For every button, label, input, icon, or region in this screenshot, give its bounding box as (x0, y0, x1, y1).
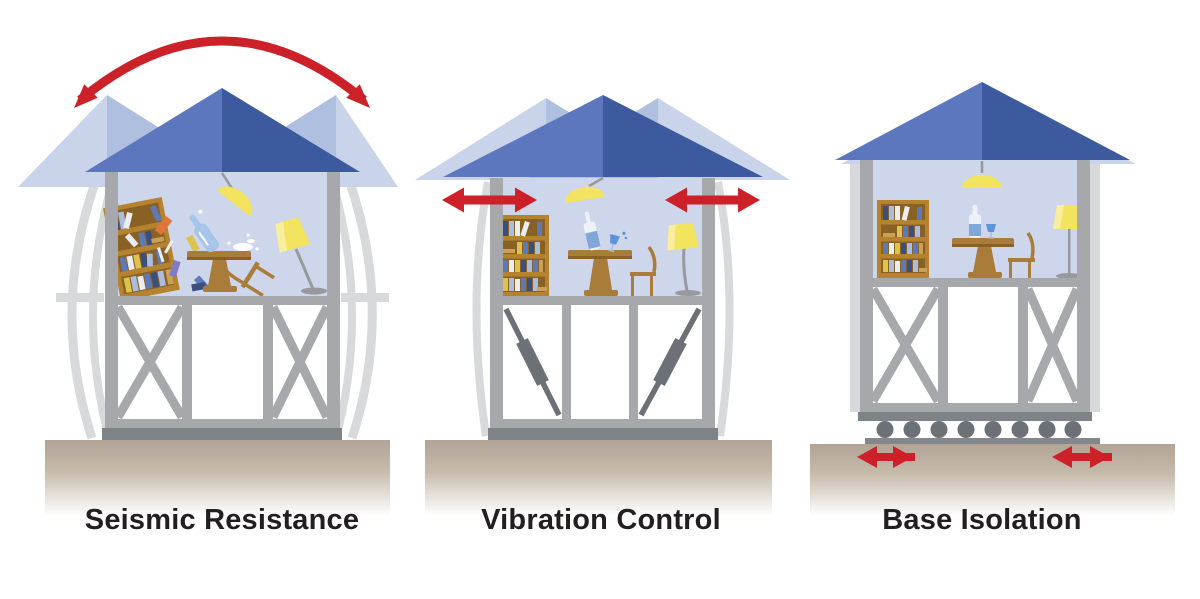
wall-right (327, 172, 340, 298)
bookshelf (497, 215, 549, 297)
ground (45, 440, 390, 516)
table (187, 251, 251, 292)
bottle-wobbling (583, 211, 601, 251)
ground (425, 440, 772, 516)
floor-lamp-tilted (275, 217, 327, 295)
bottle-flying (189, 209, 219, 253)
ground-motion-arrow-right-icon (1052, 446, 1112, 468)
caption-vibration-control: Vibration Control (481, 504, 721, 536)
lower-frame-x-braced (860, 278, 1090, 412)
isolation-rollers (876, 421, 1082, 438)
isolation-slide-plate (865, 438, 1100, 444)
floor-lamp (667, 222, 701, 296)
chair-fallen (217, 259, 275, 297)
bottle (969, 205, 981, 238)
table (568, 250, 632, 296)
foundation-bar (488, 428, 718, 440)
ghost-swaying-frame-right (714, 181, 734, 437)
roof (85, 88, 360, 172)
lower-frame-dampers (490, 296, 715, 428)
chair (1008, 231, 1035, 278)
water-splash (227, 233, 259, 251)
damper-right (638, 307, 702, 417)
shake-arrow-left-icon (442, 187, 537, 213)
ghost-swaying-frame-right (328, 178, 389, 440)
falling-books (154, 216, 210, 292)
wall-left (490, 178, 503, 298)
ceiling-lamp (962, 161, 1002, 188)
ghost-swaying-frame-left (472, 181, 492, 437)
panel-vibration-control (415, 95, 790, 516)
wall-right (1077, 160, 1090, 280)
shake-arrow-right-icon (665, 187, 760, 213)
roof (835, 82, 1130, 160)
ceiling-lamp-swinging (217, 172, 253, 217)
wine-glass (986, 224, 996, 239)
wall-right (702, 178, 715, 298)
bookshelf (877, 200, 929, 278)
table (952, 238, 1014, 278)
caption-base-isolation: Base Isolation (882, 504, 1082, 536)
wall-left (860, 160, 873, 280)
panel-seismic-resistance (18, 36, 398, 516)
ceiling-lamp-slight-swing (565, 176, 605, 204)
damper-left (503, 307, 562, 417)
roof (443, 95, 763, 177)
foundation-bar (102, 428, 342, 440)
lower-frame-x-braced (105, 296, 340, 428)
chair (630, 245, 657, 296)
sway-arc-arrow-icon (74, 36, 370, 108)
panel-base-isolation (810, 82, 1175, 516)
isolation-upper-bar (858, 412, 1092, 421)
wall-left (105, 172, 118, 298)
caption-seismic-resistance: Seismic Resistance (84, 504, 360, 536)
ghost-swaying-frame-left (56, 178, 117, 440)
ground-motion-arrow-left-icon (857, 446, 915, 468)
cocktail-glass-wobbling (608, 231, 628, 253)
